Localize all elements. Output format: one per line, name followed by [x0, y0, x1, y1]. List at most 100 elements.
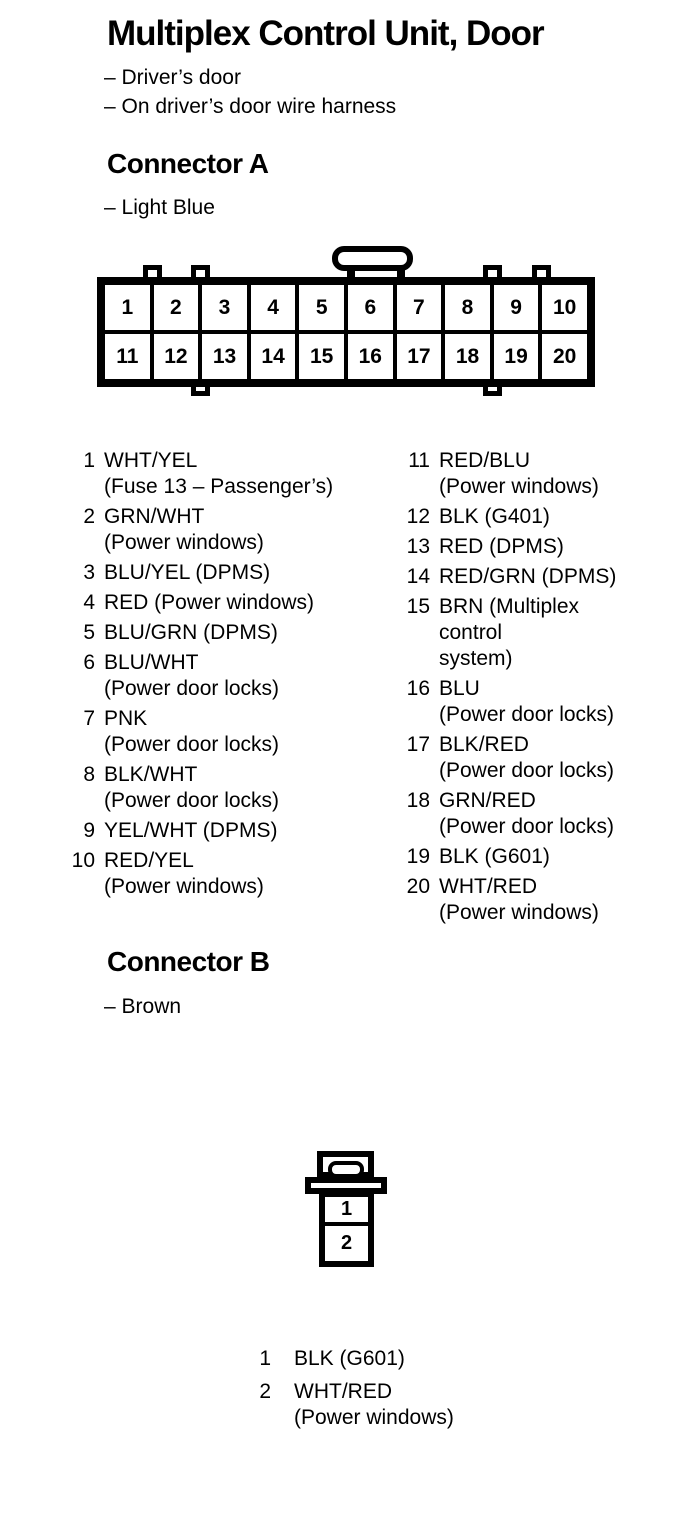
pin-number: 2: [259, 1380, 271, 1403]
pin-label: BLU/WHT (Power door locks): [104, 650, 403, 702]
pin-label-line: BLU: [439, 677, 480, 700]
pin-number: 19: [406, 845, 430, 868]
pin-number: 11: [408, 449, 430, 472]
pin-entry: 12 BLK (G401): [403, 504, 638, 530]
pin-label-line: BLK/WHT: [104, 763, 198, 786]
pin-number: 14: [406, 565, 430, 588]
pin-label-line: (Power door locks): [439, 759, 615, 782]
pin-entry: 20 WHT/RED(Power windows): [403, 874, 638, 926]
pin-label-line: RED/YEL: [104, 849, 194, 872]
pin-cell: 8: [443, 283, 492, 332]
pin-label: RED (DPMS): [439, 534, 638, 560]
pin-cell: 6: [345, 283, 395, 332]
pin-label-line: BLU/WHT: [104, 651, 199, 674]
pin-label: BLU/GRN (DPMS): [104, 620, 403, 646]
connector-b-color-note: – Brown: [104, 995, 182, 1018]
pin-label: BLK (G601): [439, 844, 638, 870]
pin-cell: 20: [540, 332, 589, 381]
pin-cell: 1: [325, 1197, 368, 1226]
pin-cell: 10: [540, 283, 589, 332]
pin-number: 3: [83, 561, 95, 584]
pin-label: RED/BLU(Power windows): [439, 448, 638, 500]
pin-label-line: BLK/RED: [439, 733, 529, 756]
pin-label: RED/YEL(Power windows): [104, 848, 403, 900]
pin-label-line: BLK (G401): [439, 505, 550, 528]
pin-entry: 17 BLK/RED (Power door locks): [403, 732, 638, 784]
connector-b-pin-list: 1 BLK (G601) 2 WHT/RED (Power windows): [258, 1346, 558, 1438]
pin-number: 1: [259, 1347, 271, 1370]
pin-number: 18: [406, 789, 430, 812]
pin-label-line: (Power door locks): [104, 677, 280, 700]
pin-number: 10: [71, 849, 95, 872]
pin-number: 16: [406, 677, 430, 700]
pin-label-line: BLK (G601): [294, 1347, 405, 1370]
pin-label-line: RED (Power windows): [104, 591, 315, 614]
pin-label-line: GRN/RED: [439, 789, 536, 812]
pin-label-line: (Fuse 13 – Passenger’s): [104, 475, 334, 498]
pin-label-line: GRN/WHT: [104, 505, 205, 528]
pin-label-line: WHT/RED: [439, 875, 537, 898]
connector-a-color-note: – Light Blue: [104, 196, 215, 219]
pin-label-line: WHT/YEL: [104, 449, 198, 472]
pin-entry: 11 RED/BLU(Power windows): [403, 448, 638, 500]
pin-cell: 15: [297, 332, 346, 381]
pin-entry: 1 BLK (G601): [258, 1346, 558, 1372]
pin-label: BLU(Power door locks): [439, 676, 638, 728]
pin-label: BLU/YEL (DPMS): [104, 560, 403, 586]
pin-label: RED (Power windows): [104, 590, 403, 616]
pin-label: PNK(Power door locks): [104, 706, 403, 758]
pin-cell: 9: [491, 283, 541, 332]
pin-number: 12: [406, 505, 430, 528]
pin-label: BLK (G401): [439, 504, 638, 530]
pin-label-line: WHT/RED: [294, 1380, 392, 1403]
pin-cell: 7: [394, 283, 444, 332]
pin-label-line: BLU/YEL (DPMS): [104, 561, 271, 584]
pin-cell: 14: [248, 332, 298, 381]
pin-label-line: RED (DPMS): [439, 535, 564, 558]
connector-b-heading: Connector B: [107, 946, 270, 977]
pin-label-line: (Power windows): [294, 1406, 454, 1429]
pin-cell: 4: [248, 283, 298, 332]
title-note-line: – On driver’s door wire harness: [104, 95, 397, 118]
pin-label: WHT/RED(Power windows): [439, 874, 638, 926]
title-notes: – Driver’s door – On driver’s door wire …: [104, 63, 396, 121]
pin-cell: 19: [491, 332, 541, 381]
pin-label-line: (Power door locks): [104, 789, 280, 812]
pin-number: 15: [406, 595, 430, 618]
latch-icon: [328, 1161, 364, 1178]
pin-number: 9: [83, 819, 95, 842]
pin-number: 17: [406, 733, 430, 756]
pin-label: YEL/WHT (DPMS): [104, 818, 403, 844]
pin-cell: 11: [103, 332, 152, 381]
latch-leg-icon: [397, 265, 405, 285]
pin-label-line: BRN (Multiplex control: [439, 595, 580, 644]
page-title: Multiplex Control Unit, Door: [107, 14, 545, 53]
pin-number: 20: [406, 875, 430, 898]
pin-label: WHT/RED (Power windows): [294, 1379, 558, 1431]
pin-entry: 13 RED (DPMS): [403, 534, 638, 560]
pin-cell: 17: [394, 332, 444, 381]
pin-label-line: YEL/WHT (DPMS): [104, 819, 278, 842]
title-note-line: – Driver’s door: [104, 66, 241, 89]
pin-entry: 4 RED (Power windows): [68, 590, 403, 616]
pin-label: WHT/YEL (Fuse 13 – Passenger’s): [104, 448, 403, 500]
pin-number: 13: [406, 535, 430, 558]
pin-number: 4: [83, 591, 95, 614]
pin-entry: 9 YEL/WHT (DPMS): [68, 818, 403, 844]
pin-cell: 18: [443, 332, 492, 381]
pin-label-line: (Power door locks): [104, 733, 280, 756]
pin-cell: 16: [345, 332, 395, 381]
pin-entry: 16 BLU(Power door locks): [403, 676, 638, 728]
pin-label-line: BLK (G601): [439, 845, 550, 868]
pin-cell: 2: [151, 283, 201, 332]
pin-label-line: system): [439, 647, 513, 670]
